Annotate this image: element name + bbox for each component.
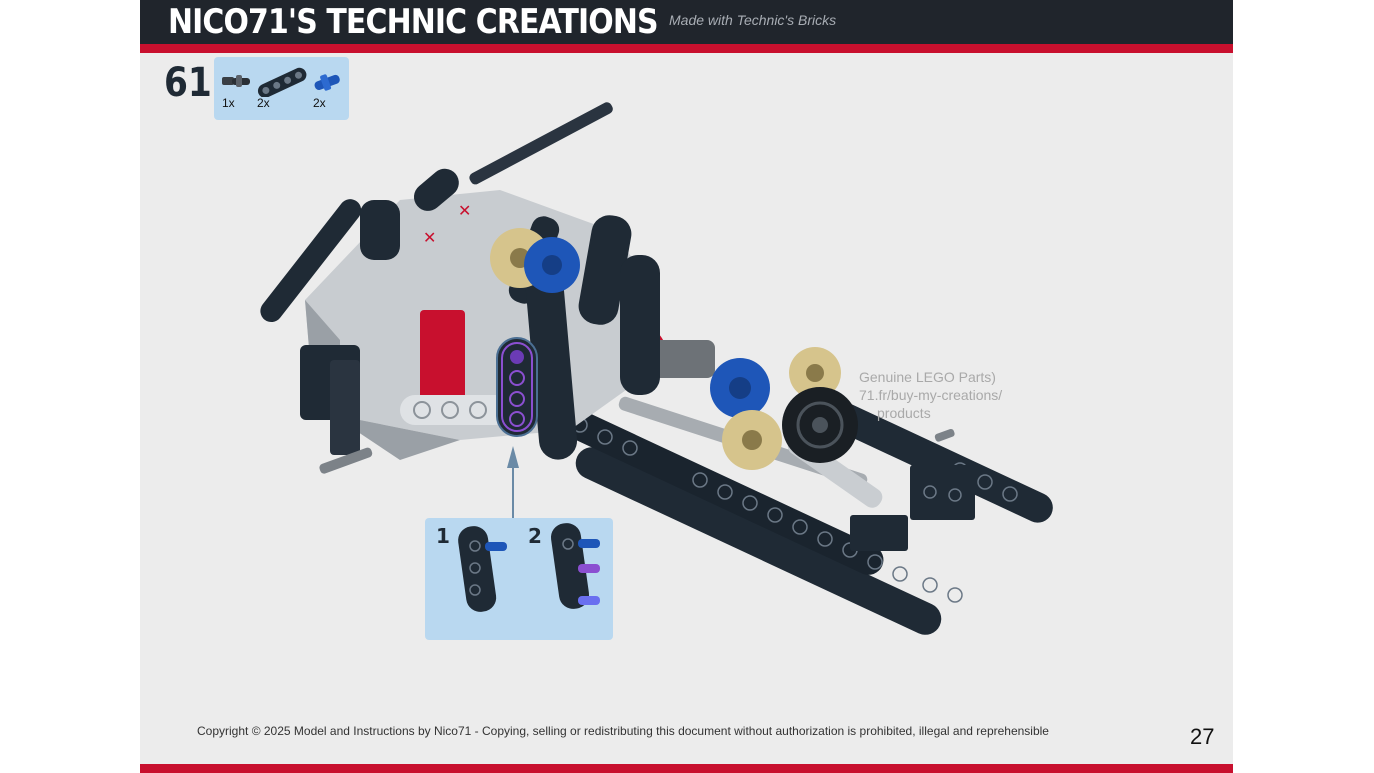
- page-header: NICO71'S TECHNIC CREATIONS Made with Tec…: [140, 0, 1233, 44]
- callout-illustration: [458, 523, 600, 612]
- steering-arm-left: [260, 199, 362, 323]
- differential: [645, 340, 715, 378]
- page-number: 27: [1190, 724, 1215, 749]
- part-qty-1: 1x: [222, 96, 235, 110]
- step-number: 61: [164, 60, 212, 106]
- header-stripe: [140, 44, 1233, 53]
- sub-assembly-callout: 1 2: [425, 518, 613, 640]
- gear-blue-front: [524, 237, 580, 293]
- sub-step-2-label: 2: [528, 524, 542, 548]
- axle-long: [469, 102, 613, 185]
- instruction-page: NICO71'S TECHNIC CREATIONS Made with Tec…: [140, 0, 1233, 773]
- svg-text:✕: ✕: [458, 201, 471, 220]
- long-beam-lower: [575, 447, 942, 635]
- new-liftarm-highlight: [496, 337, 538, 437]
- footer-stripe: [140, 764, 1233, 773]
- sub-step-2-liftarm: [550, 523, 600, 609]
- long-beam-middle: [536, 396, 884, 575]
- gear-blue-rear: [710, 358, 770, 418]
- beam-holes: [572, 417, 1018, 603]
- sub-step-1-label: 1: [436, 524, 450, 548]
- copyright-notice: Copyright © 2025 Model and Instructions …: [197, 724, 1049, 738]
- axle-pin-blue-icon: [314, 74, 340, 91]
- gear-black-rear: [782, 387, 858, 463]
- gear-tan-rear-2: [789, 347, 841, 399]
- part-qty-2: 2x: [257, 96, 270, 110]
- watermark-line-2: 71.fr/buy-my-creations/: [859, 387, 1003, 403]
- sub-step-1-liftarm: [458, 526, 507, 612]
- liftarm-thick-icon: [257, 67, 307, 97]
- watermark-line-1: Genuine LEGO Parts): [859, 369, 996, 385]
- connector-block-2: [850, 515, 908, 551]
- connector-block: [910, 465, 975, 520]
- part-qty-3: 2x: [313, 96, 326, 110]
- front-axle-stub: [319, 447, 373, 474]
- model-illustration: ✕ ✕: [260, 102, 1053, 635]
- parts-list: 1x 2x 2x: [214, 57, 349, 120]
- brand-tagline: Made with Technic's Bricks: [669, 12, 837, 28]
- watermark-line-3: products: [877, 405, 931, 421]
- assembly-arrow: [507, 446, 519, 518]
- gear-tan-rear: [722, 410, 782, 470]
- parts-icons: [222, 67, 340, 97]
- brand-title: NICO71'S TECHNIC CREATIONS: [168, 2, 659, 42]
- svg-text:✕: ✕: [423, 228, 436, 247]
- red-frame-part: [420, 310, 465, 400]
- axle-pin-icon: [222, 75, 250, 87]
